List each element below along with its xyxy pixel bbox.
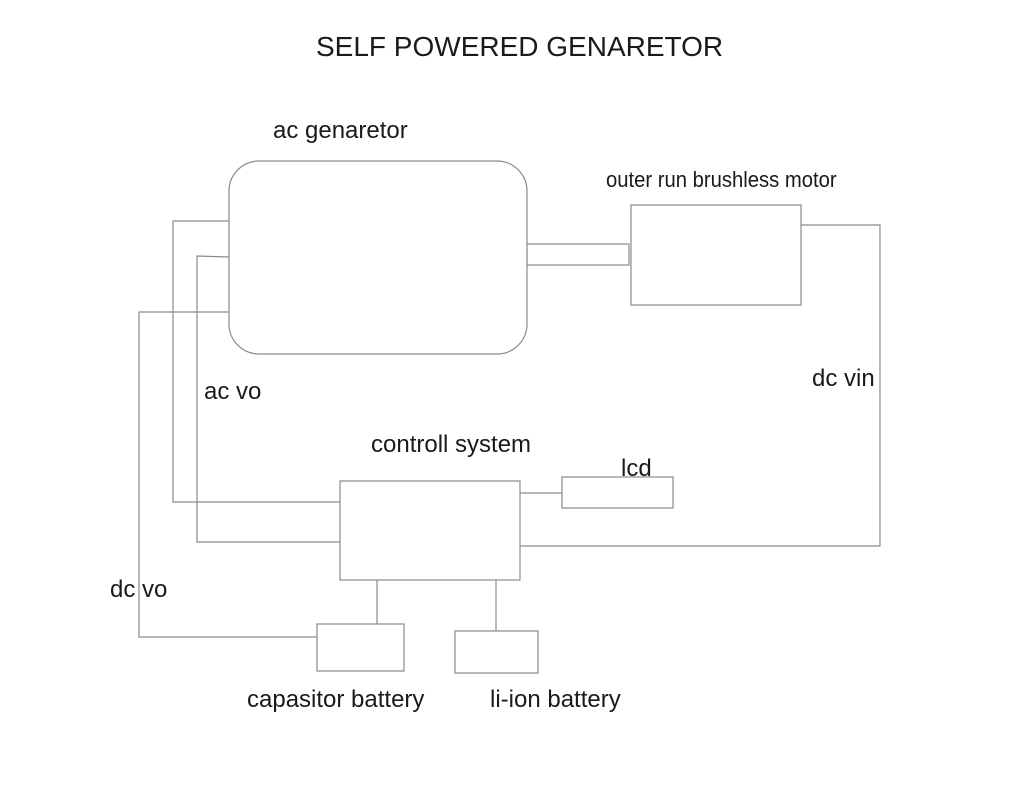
shaft-coupling — [526, 243, 630, 266]
ac-generator-label: ac genaretor — [273, 117, 408, 144]
lcd-block — [561, 476, 674, 509]
ac-vo-wire-outer — [172, 220, 340, 503]
motor-block — [630, 204, 802, 306]
motor-label: outer run brushless motor — [606, 167, 837, 192]
ac-generator-block — [228, 160, 528, 355]
dc-vo-wire — [138, 311, 317, 638]
control-system-label: controll system — [371, 431, 532, 458]
lcd-label: lcd — [621, 455, 652, 482]
capacitor-battery-block — [316, 623, 405, 672]
liion-battery-label: li-ion battery — [490, 686, 621, 713]
capacitor-battery-label: capasitor battery — [247, 686, 425, 713]
dc-vin-label: dc vin — [812, 365, 875, 392]
dc-vo-label: dc vo — [110, 576, 168, 603]
liion-battery-block — [454, 630, 539, 674]
dc-vin-wire — [520, 224, 881, 547]
control-system-block — [339, 480, 521, 581]
diagram-title: SELF POWERED GENARETOR — [316, 31, 724, 62]
ac-vo-wire-inner — [196, 255, 340, 543]
ac-vo-label: ac vo — [204, 378, 262, 405]
